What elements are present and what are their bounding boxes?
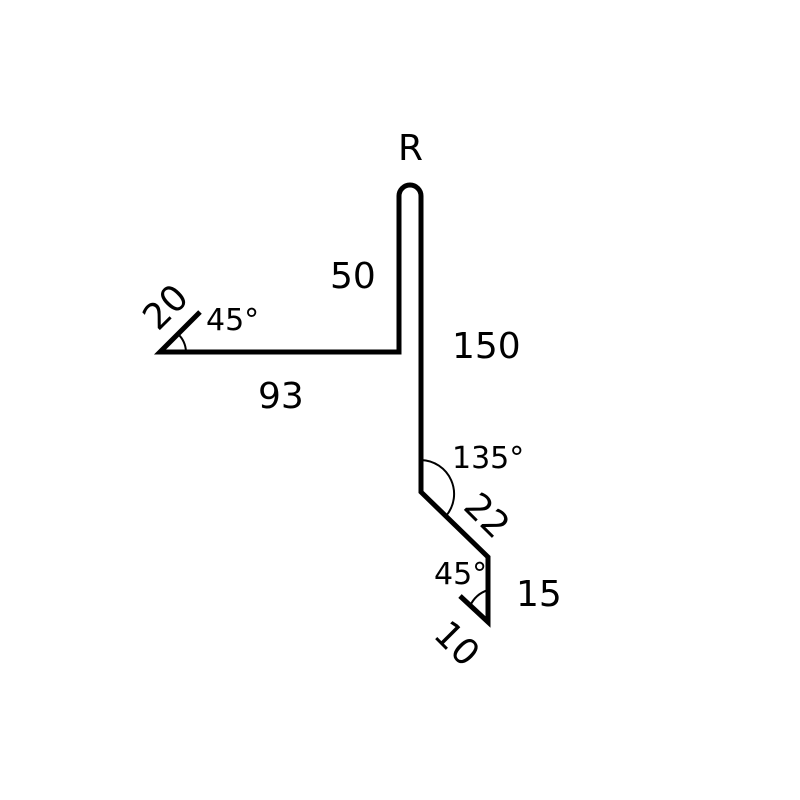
vertical-length-label: 150 <box>452 326 521 367</box>
radius-label: R <box>398 128 423 169</box>
hem-left-label: 20 <box>135 277 196 338</box>
drop-length-label: 15 <box>516 574 562 615</box>
profile-outline <box>153 182 491 628</box>
angle-mid-label: 135° <box>452 441 524 476</box>
angle-left-label: 45° <box>206 303 259 338</box>
bottom-left-length-label: 93 <box>258 376 304 417</box>
angle-arc-left <box>177 333 187 353</box>
step-height-label: 50 <box>330 256 376 297</box>
angle-right-label: 45° <box>434 557 487 592</box>
angle-arc-mid <box>420 459 456 517</box>
angle-arc-right <box>469 589 489 607</box>
hem-right-label: 10 <box>426 613 487 674</box>
